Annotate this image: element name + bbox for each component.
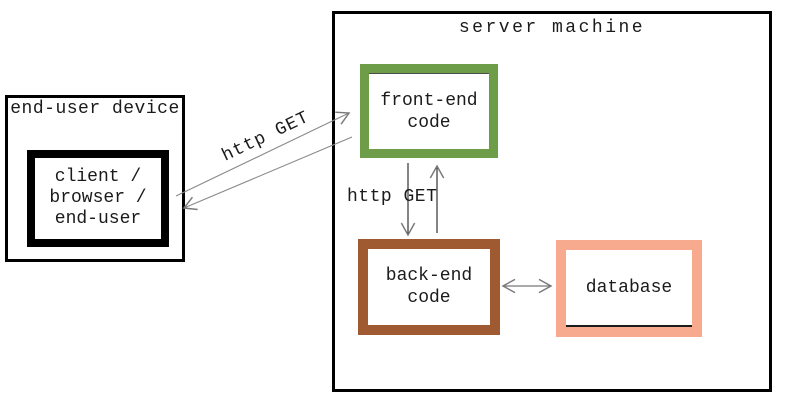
client-box-line-1: client /: [54, 167, 142, 187]
database-label: database: [585, 277, 673, 298]
back-end-label-line-2: code: [407, 288, 451, 308]
back-end-code-inner: back-end code: [368, 249, 490, 325]
client-box-line-3: end-user: [54, 209, 142, 229]
front-end-code-inner: front-end code: [369, 73, 489, 149]
client-browser-box: client / browser / end-user: [27, 150, 169, 247]
http-get-diagonal-label: http GET: [219, 107, 313, 167]
back-end-label-line-1: back-end: [385, 266, 473, 286]
database-box: database: [556, 240, 702, 337]
front-end-label-line-2: code: [407, 112, 451, 133]
front-end-label-line-1: front-end: [380, 90, 478, 111]
arrow-client-to-frontend: [175, 111, 351, 197]
end-user-device-label: end-user device: [10, 99, 180, 119]
back-end-code-box: back-end code: [358, 239, 500, 335]
client-box-line-2: browser /: [49, 188, 147, 208]
front-end-code-box: front-end code: [360, 64, 498, 158]
database-inner: database: [566, 250, 692, 327]
http-get-vertical-label: http GET: [347, 187, 438, 207]
server-machine-label: server machine: [458, 18, 646, 38]
